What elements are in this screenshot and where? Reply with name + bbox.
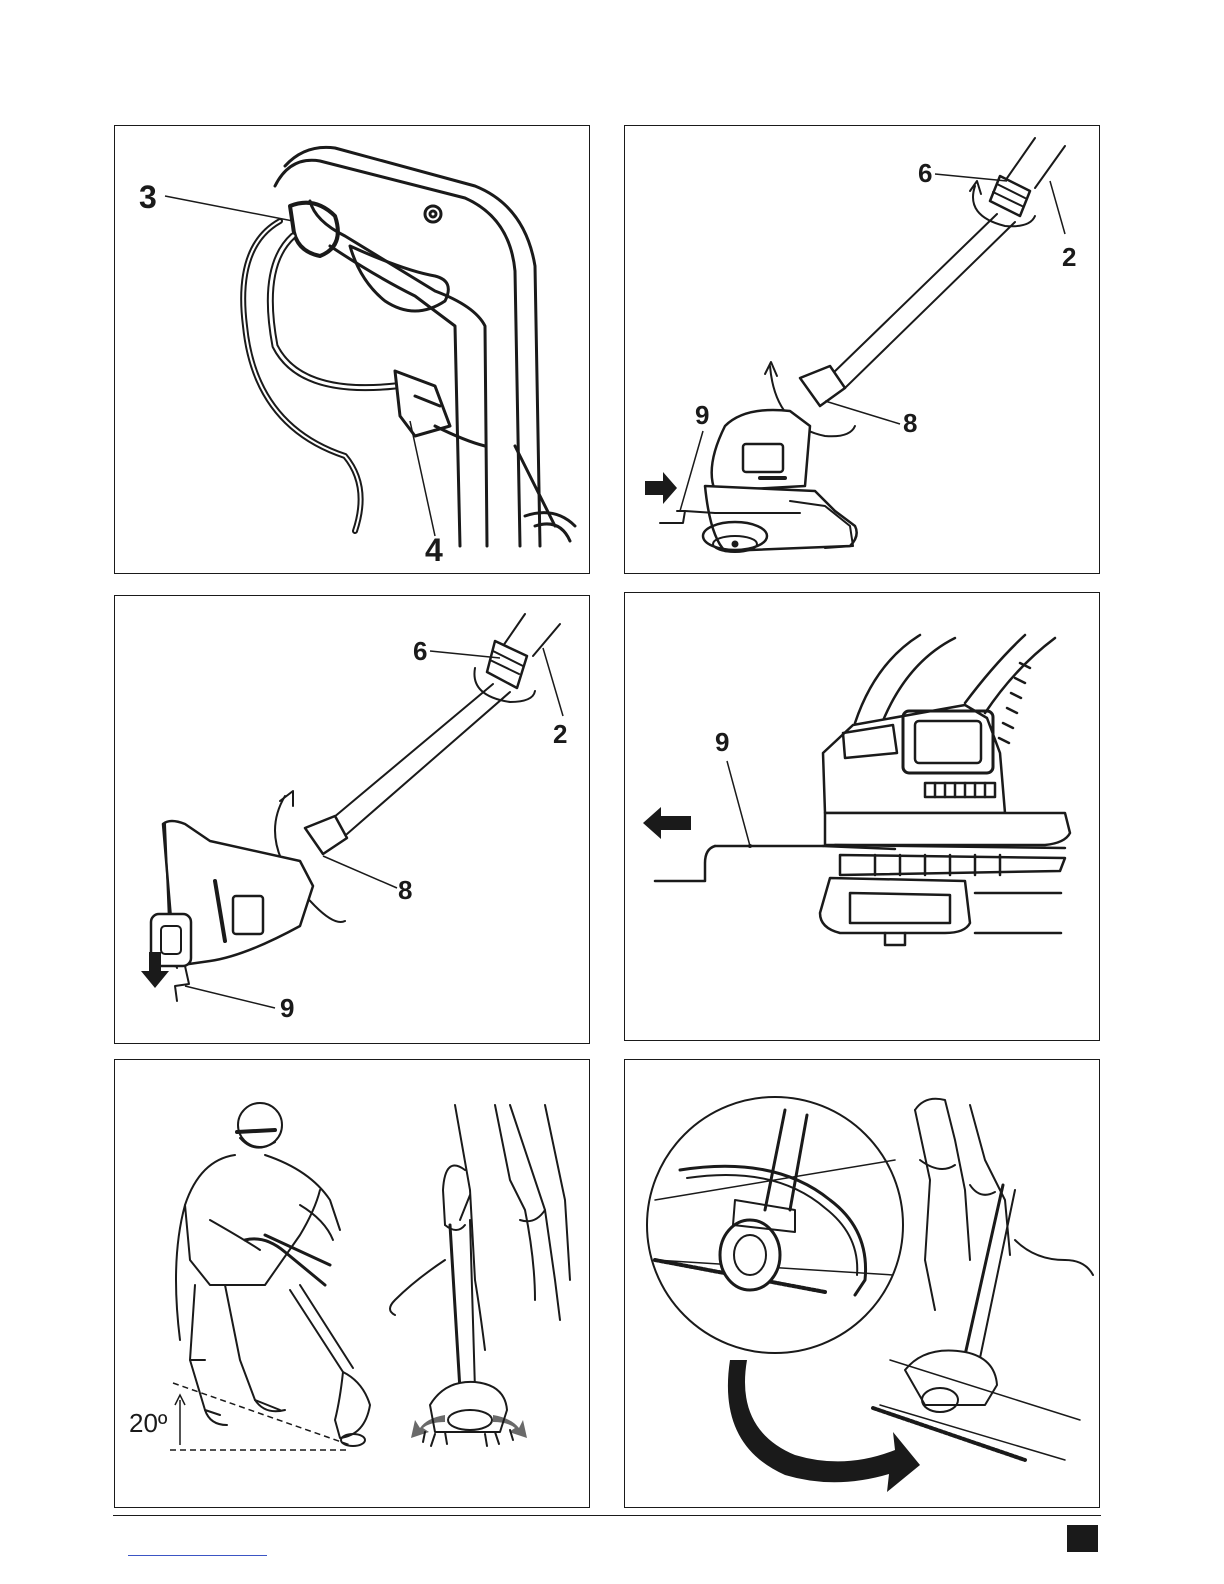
figure-2-illustration: 6 2 9 8 — [625, 126, 1101, 575]
push-arrow-icon — [645, 472, 677, 504]
figure-2-callout-6: 6 — [918, 158, 932, 188]
page-marker-box — [1067, 1525, 1098, 1552]
figure-4-callout-9: 9 — [715, 727, 729, 757]
figure-3-callout-2: 2 — [553, 719, 567, 749]
figure-1-callout-3: 3 — [139, 179, 157, 215]
figure-1-callout-4: 4 — [425, 532, 443, 568]
figure-3-callout-6: 6 — [413, 636, 427, 666]
figure-2-callout-9: 9 — [695, 400, 709, 430]
figure-5-illustration: 20º — [115, 1060, 591, 1509]
figure-1-panel: 3 4 — [114, 125, 590, 574]
figure-2-callout-2: 2 — [1062, 242, 1076, 272]
figure-6-panel — [624, 1059, 1100, 1508]
figure-4-panel: 9 — [624, 592, 1100, 1041]
figure-4-illustration: 9 — [625, 593, 1101, 1042]
tilt-angle-label: 20º — [129, 1408, 168, 1438]
figure-3-callout-8: 8 — [398, 875, 412, 905]
figure-2-callout-8: 8 — [903, 408, 917, 438]
figure-3-panel: 6 2 8 9 — [114, 595, 590, 1044]
figure-5-panel: 20º — [114, 1059, 590, 1508]
figure-3-callout-9: 9 — [280, 993, 294, 1023]
figure-1-illustration: 3 4 — [115, 126, 591, 575]
footer-rule — [113, 1515, 1101, 1516]
footer-link-underline[interactable] — [128, 1555, 267, 1556]
figure-3-illustration: 6 2 8 9 — [115, 596, 591, 1045]
figure-6-illustration — [625, 1060, 1101, 1509]
figure-2-panel: 6 2 9 8 — [624, 125, 1100, 574]
left-arrow-icon — [643, 807, 691, 839]
curved-arrow-icon — [728, 1360, 920, 1492]
